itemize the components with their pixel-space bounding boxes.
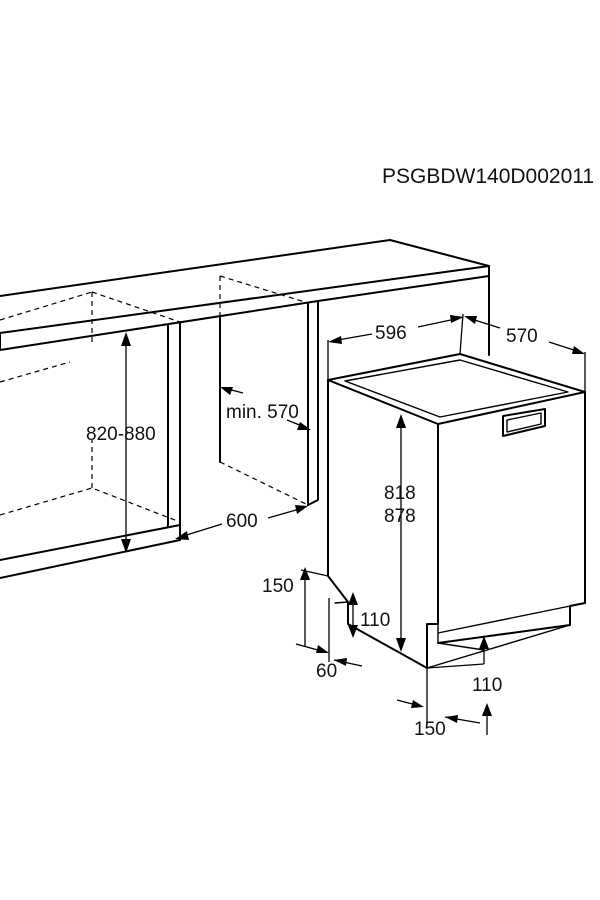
label-niche-width: 600	[226, 511, 258, 532]
label-plinth-setback-left: 60	[316, 661, 337, 682]
kitchen-cabinet-niche	[0, 239, 490, 579]
label-appliance-height-max: 878	[384, 506, 416, 527]
label-plinth-height-right: 150	[414, 719, 446, 740]
label-niche-depth: min. 570	[226, 402, 299, 423]
drawing-code: PSGBDW140D002011	[382, 165, 594, 188]
label-appliance-width: 596	[375, 323, 407, 344]
label-appliance-height-min: 818	[384, 483, 416, 504]
label-plinth-inner-left: 110	[360, 610, 390, 631]
label-plinth-height-left: 150	[262, 576, 294, 597]
label-plinth-inner-right: 110	[472, 675, 502, 696]
label-appliance-depth: 570	[506, 326, 538, 347]
dimension-lines	[121, 313, 586, 735]
label-niche-height: 820-880	[86, 424, 156, 445]
